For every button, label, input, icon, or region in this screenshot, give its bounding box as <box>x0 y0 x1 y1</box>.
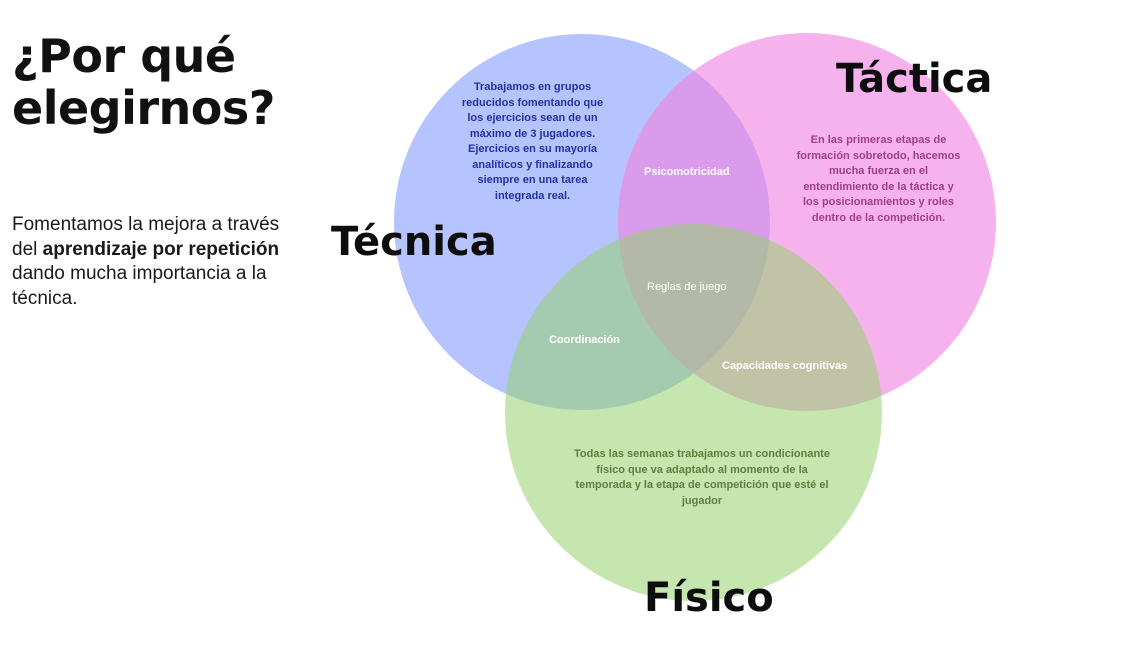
intro-paragraph: Fomentamos la mejora a través del aprend… <box>12 213 287 311</box>
tecnica-description: Trabajamos en grupos reducidos fomentand… <box>461 81 604 202</box>
tactica-title: Táctica <box>836 56 993 102</box>
tecnica-title: Técnica <box>331 219 497 265</box>
overlap-psicomotricidad: Psicomotricidad <box>644 166 730 178</box>
fisico-title: Físico <box>644 575 774 621</box>
intro-text-end: dando mucha importancia a la técnica. <box>12 263 267 309</box>
tactica-description: En las primeras etapas de formación sobr… <box>796 134 961 224</box>
overlap-reglas-de-juego: Reglas de juego <box>647 281 727 293</box>
intro-text-start: Fomentamos la mejora a través del <box>12 214 280 260</box>
page-title: ¿Por qué elegirnos? <box>12 29 275 135</box>
overlap-capacidades-cognitivas: Capacidades cognitivas <box>722 360 848 372</box>
overlap-coordinacion: Coordinación <box>549 334 620 346</box>
intro-emphasis: aprendizaje por repetición <box>42 238 280 260</box>
fisico-description: Todas las semanas trabajamos un condicio… <box>574 448 830 507</box>
fisico-circle <box>505 224 882 601</box>
